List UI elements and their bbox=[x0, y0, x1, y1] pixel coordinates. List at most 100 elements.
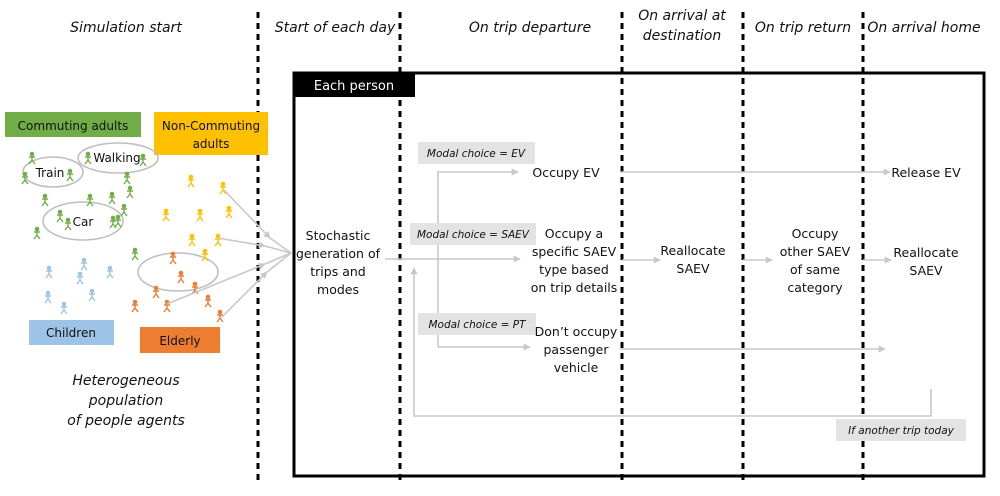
condition-pt: Modal choice = PT bbox=[428, 319, 527, 331]
person-icon-children bbox=[76, 271, 84, 285]
step-reallocate-destination-line: SAEV bbox=[676, 261, 710, 276]
header-sim-start: Simulation start bbox=[70, 20, 182, 36]
condition-ev: Modal choice = EV bbox=[427, 148, 526, 160]
condition-labels: Modal choice = EV Modal choice = SAEV Mo… bbox=[410, 142, 966, 441]
step-occupy-saev-line: on trip details bbox=[531, 280, 618, 295]
step-occupy-saev-line: Occupy a bbox=[545, 226, 603, 241]
population-caption-line: Heterogeneous bbox=[72, 373, 179, 389]
step-reallocate-home-line: Reallocate bbox=[893, 245, 959, 260]
each-person-title-bg bbox=[293, 72, 415, 97]
person-icon-commuting bbox=[108, 191, 116, 205]
person-icon-commuting bbox=[131, 247, 139, 261]
step-no-vehicle-line: vehicle bbox=[554, 360, 599, 375]
step-occupy-other-saev-line: of same bbox=[790, 262, 840, 277]
header-arrival-destination-line: destination bbox=[643, 28, 721, 44]
group-label-children: Children bbox=[46, 326, 96, 340]
header-trip-return: On trip return bbox=[755, 20, 851, 36]
condition-saev-bg bbox=[410, 223, 536, 245]
group-non-commuting-adults bbox=[154, 112, 268, 155]
person-icon-commuting bbox=[66, 168, 74, 182]
person-icon-elderly bbox=[204, 294, 212, 308]
each-person-frame bbox=[292, 71, 986, 478]
person-icon-children bbox=[45, 265, 53, 279]
person-icon-children bbox=[88, 288, 96, 302]
header-start-day-line: Start of each day bbox=[275, 20, 396, 36]
person-icon-commuting bbox=[21, 171, 29, 185]
person-icon-elderly bbox=[131, 299, 139, 313]
header-arrival-destination-line: On arrival at bbox=[638, 8, 726, 24]
mode-label-walking: Walking bbox=[93, 151, 140, 165]
mode-ellipse-train bbox=[22, 156, 84, 188]
person-icon-commuting bbox=[28, 151, 36, 165]
person-icon-commuting bbox=[126, 185, 134, 199]
step-no-vehicle-line: passenger bbox=[544, 342, 610, 357]
group-commuting-adults bbox=[5, 112, 141, 137]
step-no-vehicle-line: Don’t occupy bbox=[535, 324, 618, 339]
step-reallocate-destination-line: Reallocate bbox=[660, 243, 726, 258]
population-caption-line: of people agents bbox=[67, 413, 185, 429]
population-arrows bbox=[166, 189, 292, 318]
elderly-ellipse bbox=[137, 252, 219, 292]
step-generation-line: generation of bbox=[296, 246, 381, 261]
step-release-ev-line: Release EV bbox=[891, 165, 961, 180]
header-arrival-home: On arrival home bbox=[867, 20, 980, 36]
header-sim-start-line: Simulation start bbox=[70, 20, 182, 36]
group-label-commuting: Commuting adults bbox=[18, 119, 129, 133]
header-arrival-home-line: On arrival home bbox=[867, 20, 980, 36]
person-icon-non-commuting bbox=[214, 233, 222, 247]
person-icon-non-commuting bbox=[188, 233, 196, 247]
each-person-title: Each person bbox=[314, 79, 394, 94]
header-arrival-destination: On arrival at destination bbox=[638, 8, 726, 44]
person-icon-non-commuting bbox=[162, 208, 170, 222]
person-icon-non-commuting bbox=[201, 248, 209, 262]
column-headers: Simulation start Start of each day On trip… bbox=[70, 8, 980, 44]
mode-ellipse-car bbox=[42, 201, 124, 241]
person-icon-elderly bbox=[152, 285, 160, 299]
person-icon-children bbox=[106, 265, 114, 279]
step-release-ev: Release EV bbox=[891, 165, 961, 180]
step-occupy-ev-line: Occupy EV bbox=[532, 165, 600, 180]
step-generation-line: modes bbox=[317, 282, 359, 297]
step-occupy-saev-line: type based bbox=[539, 262, 609, 277]
population-area: Commuting adults Non-Commuting adultsChild… bbox=[5, 112, 268, 429]
population-caption: Heterogeneous population of people agents bbox=[67, 373, 185, 429]
group-elderly bbox=[140, 327, 220, 353]
mode-label-train: Train bbox=[35, 166, 65, 180]
person-icon-non-commuting bbox=[187, 174, 195, 188]
person-icon-commuting bbox=[56, 209, 64, 223]
step-generation-line: Stochastic bbox=[306, 228, 371, 243]
person-icon-non-commuting bbox=[225, 205, 233, 219]
person-icon-commuting bbox=[123, 171, 131, 185]
step-occupy-saev-line: specific SAEV bbox=[532, 244, 617, 259]
condition-ev-bg bbox=[418, 142, 535, 164]
person-icon-commuting bbox=[33, 226, 41, 240]
condition-pt-bg bbox=[418, 313, 536, 335]
mode-label-car: Car bbox=[73, 215, 94, 229]
loop-arrow bbox=[410, 267, 932, 417]
header-start-day: Start of each day bbox=[275, 20, 396, 36]
person-icon-elderly bbox=[169, 251, 177, 265]
step-occupy-saev: Occupy a specific SAEV type based on trip d… bbox=[531, 226, 618, 295]
population-caption-line: population bbox=[88, 393, 164, 409]
person-icon-children bbox=[80, 257, 88, 271]
person-icon-commuting bbox=[41, 193, 49, 207]
step-occupy-other-saev-line: category bbox=[787, 280, 843, 295]
person-icon-children bbox=[60, 301, 68, 315]
group-label-non-commuting: Non-Commuting adults bbox=[162, 119, 260, 151]
step-occupy-ev: Occupy EV bbox=[532, 165, 600, 180]
header-trip-return-line: On trip return bbox=[755, 20, 851, 36]
condition-saev: Modal choice = SAEV bbox=[417, 229, 530, 241]
group-label-non-commuting-line: adults bbox=[193, 137, 230, 151]
group-label-non-commuting-line: Non-Commuting bbox=[162, 119, 260, 133]
group-label-elderly: Elderly bbox=[159, 334, 200, 348]
step-reallocate-home-line: SAEV bbox=[909, 263, 943, 278]
person-icon-commuting bbox=[139, 153, 147, 167]
person-icon-elderly bbox=[177, 270, 185, 284]
header-trip-departure-line: On trip departure bbox=[469, 20, 591, 36]
person-icon-non-commuting bbox=[196, 208, 204, 222]
